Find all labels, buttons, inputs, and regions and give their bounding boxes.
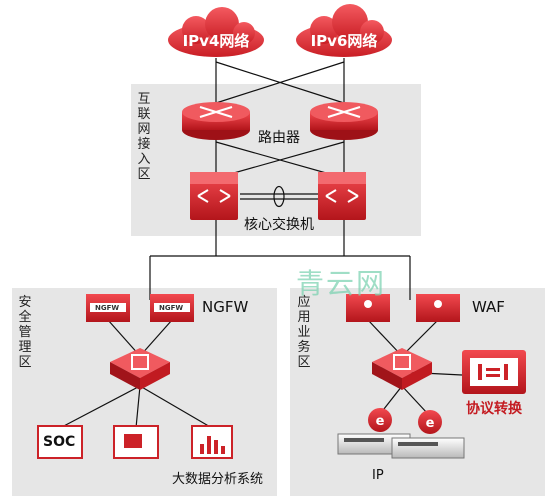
- ngfw-icon-left: [86, 294, 130, 322]
- zone-label-app-business: 应用业务区: [297, 295, 311, 370]
- ipv6-cloud: [296, 4, 392, 57]
- ipv4-cloud: [168, 7, 264, 57]
- watermark: 青云网: [296, 267, 387, 300]
- ngfw-icon-right: [150, 294, 194, 322]
- core-switch-icon-right: [318, 172, 366, 220]
- soc-icon: [37, 425, 83, 459]
- router-label: 路由器: [258, 130, 300, 146]
- ngfw-label: NGFW: [202, 298, 249, 316]
- security-switch-icon: [110, 348, 170, 390]
- soc-label: SOC: [43, 434, 76, 450]
- core-to-zones: [149, 220, 411, 300]
- ngfw-device-label-left: NGFW: [95, 304, 120, 312]
- big-data-icon: [191, 425, 233, 459]
- monitor-device-icon: [113, 425, 159, 459]
- zone-label-internet-access: 互联网接入区: [137, 92, 151, 182]
- big-data-label: 大数据分析系统: [172, 472, 264, 487]
- router-icon-left: [182, 102, 250, 140]
- zone-label-security-mgmt: 安全管理区: [18, 295, 32, 370]
- server-label-partial: IP: [372, 468, 384, 483]
- svg-text:e: e: [426, 416, 435, 431]
- waf-icon-right: [416, 294, 460, 322]
- security-mgmt-zone: [12, 288, 277, 496]
- protocol-conversion-icon: [462, 350, 526, 394]
- wan-links: [215, 58, 345, 105]
- web-badge-icon-right: e: [418, 410, 442, 434]
- security-zone-links: [59, 319, 213, 429]
- web-badge-icon-left: e: [368, 408, 392, 432]
- waf-icon-left: [346, 294, 390, 322]
- ngfw-device-label-right: NGFW: [159, 304, 184, 312]
- app-switch-icon: [372, 348, 432, 390]
- server-rack-icon: [337, 433, 465, 459]
- ipv4-cloud-label: IPv4网络: [182, 32, 250, 50]
- ipv6-cloud-label: IPv6网络: [310, 32, 378, 50]
- svg-text:e: e: [376, 414, 385, 429]
- core-switch-icon-left: [190, 172, 238, 220]
- router-icon-right: [310, 102, 378, 140]
- protocol-conversion-label: 协议转换: [466, 401, 522, 417]
- switch-interconnect: [240, 185, 318, 208]
- core-switch-label: 核心交换机: [244, 217, 314, 233]
- waf-label: WAF: [472, 298, 505, 316]
